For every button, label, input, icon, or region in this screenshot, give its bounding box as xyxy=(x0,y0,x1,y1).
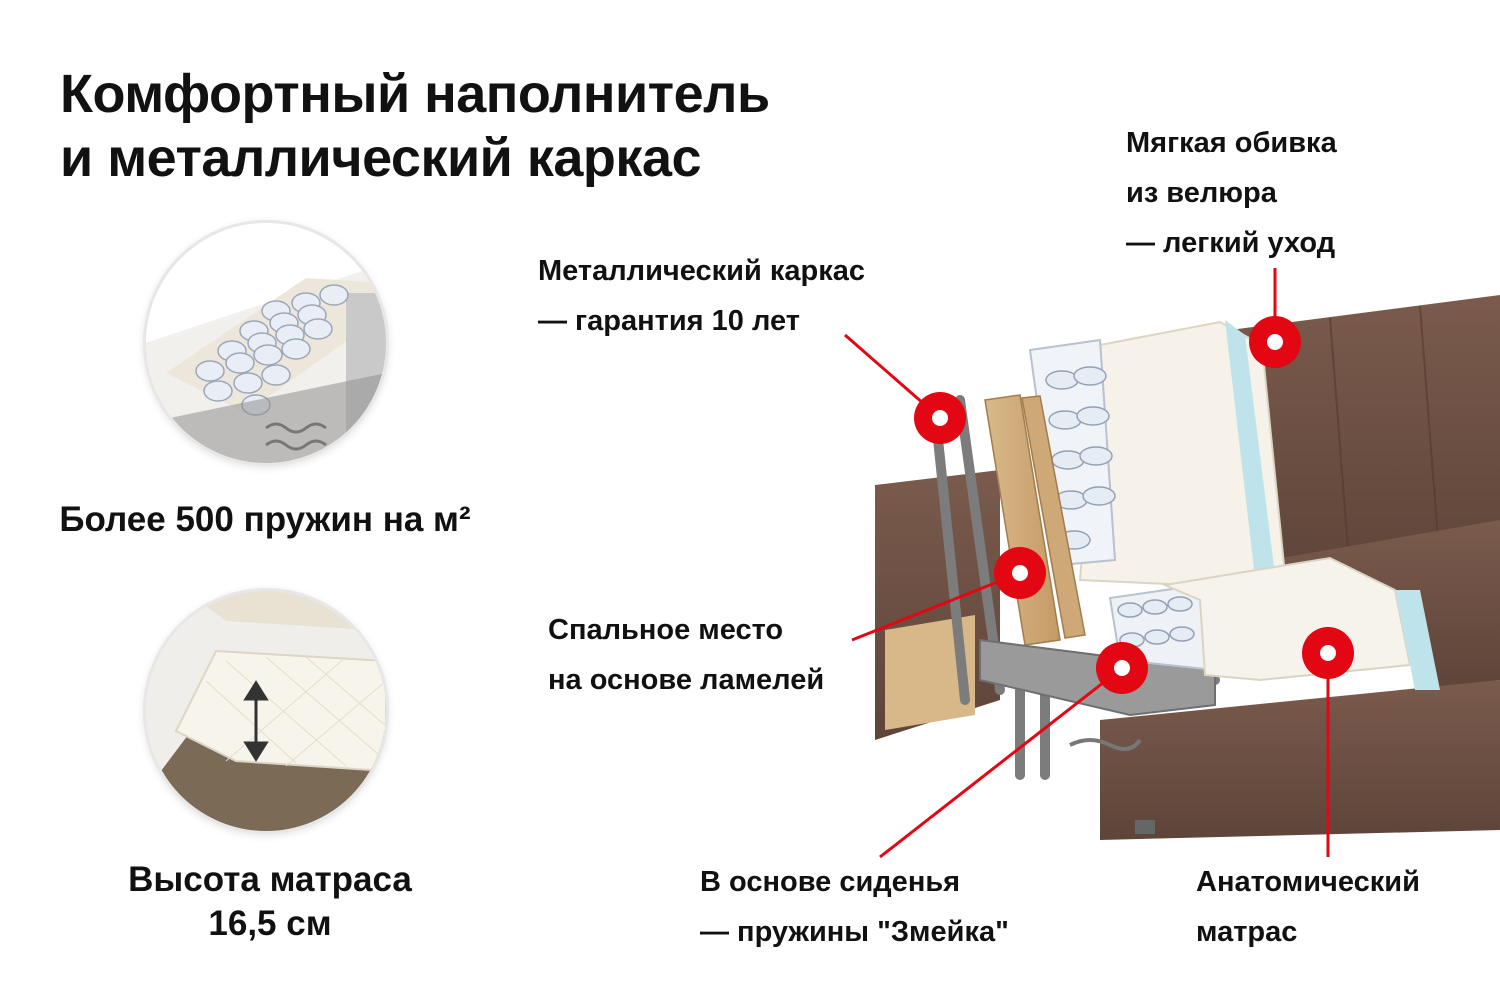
upholstery-marker xyxy=(1249,316,1301,368)
title-line-2: и металлический каркас xyxy=(60,128,702,188)
slats-line-1: Спальное место xyxy=(548,614,784,646)
callout-markers xyxy=(914,316,1354,694)
frame-line-1: Металлический каркас xyxy=(538,255,865,287)
slats-marker xyxy=(994,547,1046,599)
page-title: Комфортный наполнитель и металлический к… xyxy=(60,62,770,190)
slats-line-2: на основе ламелей xyxy=(548,664,825,696)
upholstery-line-2: из велюра xyxy=(1126,177,1277,209)
frame-line-2: — гарантия 10 лет xyxy=(538,305,800,337)
upholstery-line-3: — легкий уход xyxy=(1126,227,1336,259)
upholstery-callout: Мягкая обивка из велюра — легкий уход xyxy=(1126,118,1337,268)
spring-count-text: Более 500 пружин на м² xyxy=(59,500,471,539)
title-line-1: Комфортный наполнитель xyxy=(60,64,770,124)
snake-springs-callout: В основе сиденья — пружины "Змейка" xyxy=(700,857,1009,957)
slats-callout: Спальное место на основе ламелей xyxy=(548,605,824,705)
snake-springs-line-1: В основе сиденья xyxy=(700,866,961,898)
mattress-line-1: Анатомический xyxy=(1196,866,1420,898)
mattress-height-line-2: 16,5 см xyxy=(208,904,332,943)
frame-marker xyxy=(914,392,966,444)
spring-count-caption: Более 500 пружин на м² xyxy=(10,498,520,542)
snake-springs-leader-line xyxy=(879,666,1123,859)
mattress-line-2: матрас xyxy=(1196,916,1298,948)
mattress-callout: Анатомический матрас xyxy=(1196,857,1420,957)
mattress-height-icon xyxy=(143,588,389,834)
slats-leader-line xyxy=(851,571,1021,642)
frame-callout: Металлический каркас — гарантия 10 лет xyxy=(538,246,865,346)
upholstery-line-1: Мягкая обивка xyxy=(1126,127,1337,159)
pocket-spring-block-icon xyxy=(143,220,389,466)
snake-springs-marker xyxy=(1096,642,1148,694)
snake-springs-line-2: — пружины "Змейка" xyxy=(700,916,1009,948)
mattress-marker xyxy=(1302,627,1354,679)
mattress-height-line-1: Высота матраса xyxy=(128,860,412,899)
mattress-height-caption: Высота матраса 16,5 см xyxy=(40,858,500,946)
